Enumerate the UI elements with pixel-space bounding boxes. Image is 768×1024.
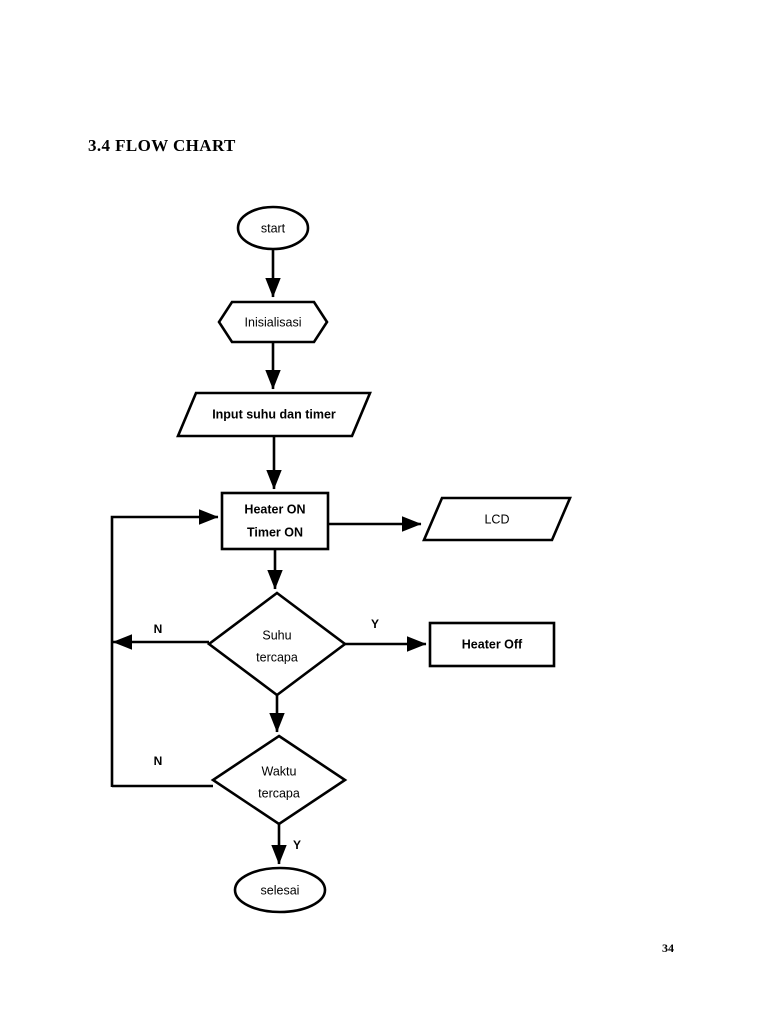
page-number: 34 bbox=[662, 941, 674, 955]
node-input-suhu-timer[interactable] bbox=[176, 391, 372, 438]
node-inisialisasi-label: Inisialisasi bbox=[245, 315, 302, 329]
branch-label-waktu-no: N bbox=[154, 754, 163, 768]
branch-label-waktu-yes: Y bbox=[293, 838, 301, 852]
node-heater-on-timer-on[interactable] bbox=[220, 491, 330, 551]
node-waktu-tercapa[interactable] bbox=[210, 734, 348, 826]
node-inisialisasi[interactable] bbox=[217, 300, 329, 344]
node-start[interactable] bbox=[236, 205, 310, 251]
node-start-label: start bbox=[261, 221, 286, 235]
node-heater-on-label-line2: Timer ON bbox=[247, 525, 303, 539]
node-selesai-label: selesai bbox=[261, 883, 300, 897]
node-suhu-tercapa[interactable] bbox=[206, 591, 348, 697]
node-input-suhu-timer-label: Input suhu dan timer bbox=[212, 407, 336, 421]
page-title: 3.4 FLOW CHART bbox=[88, 136, 236, 155]
branch-label-suhu-yes: Y bbox=[371, 617, 379, 631]
edge-feedback-rail-to-heater-on bbox=[110, 509, 219, 787]
node-heater-off[interactable] bbox=[428, 621, 556, 668]
node-suhu-tercapa-label-line2: tercapa bbox=[256, 650, 298, 664]
node-selesai[interactable] bbox=[233, 866, 327, 914]
node-lcd-label: LCD bbox=[484, 512, 509, 526]
node-waktu-tercapa-label-line1: Waktu bbox=[262, 764, 297, 778]
branch-label-suhu-no: N bbox=[154, 622, 163, 636]
node-lcd[interactable] bbox=[422, 496, 572, 542]
node-suhu-tercapa-label-line1: Suhu bbox=[262, 628, 291, 642]
node-heater-off-label: Heater Off bbox=[462, 637, 523, 651]
node-heater-on-label-line1: Heater ON bbox=[244, 502, 305, 516]
node-waktu-tercapa-label-line2: tercapa bbox=[258, 786, 300, 800]
